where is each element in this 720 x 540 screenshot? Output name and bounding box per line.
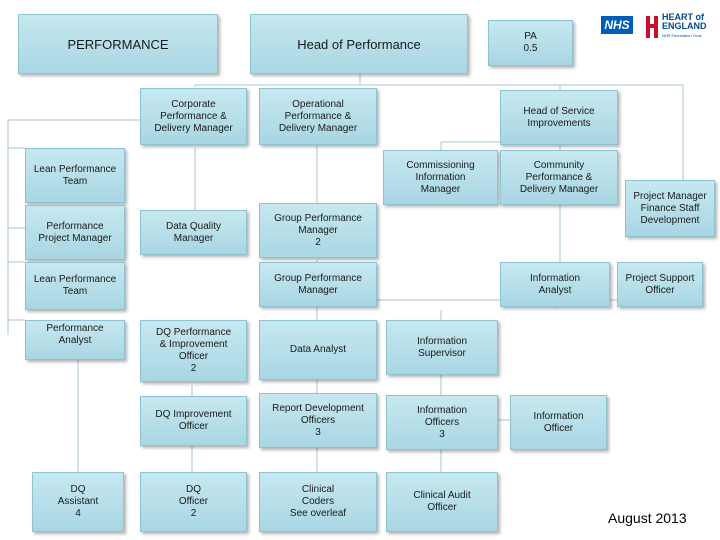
lean-performance-team-box-2: Lean Performance Team [25,262,125,310]
date-label: August 2013 [608,510,687,526]
trust-subtitle: NHS Foundation Trust [662,33,702,38]
information-officers-box: Information Officers 3 [386,395,498,450]
commissioning-information-box: Commissioning Information Manager [383,150,498,205]
performance-title-box: PERFORMANCE [18,14,218,74]
dq-performance-improvement-box: DQ Performance & Improvement Officer 2 [140,320,247,382]
community-performance-box: Community Performance & Delivery Manager [500,150,618,205]
data-analyst-box: Data Analyst [259,320,377,380]
pa-box: PA 0.5 [488,20,573,66]
performance-analyst-box: Performance Analyst [25,320,125,360]
heart-of-england-logo-icon [646,16,658,38]
dq-officer-box: DQ Officer 2 [140,472,247,532]
information-supervisor-box: Information Supervisor [386,320,498,375]
project-manager-finance-box: Project Manager Finance Staff Developmen… [625,180,715,237]
project-support-officer-box: Project Support Officer [617,262,703,307]
corporate-performance-box: Corporate Performance & Delivery Manager [140,88,247,145]
dq-assistant-box: DQ Assistant 4 [32,472,124,532]
performance-project-manager-box: Performance Project Manager [25,205,125,260]
report-development-officers-box: Report Development Officers 3 [259,393,377,448]
group-performance-manager-box: Group Performance Manager [259,262,377,307]
nhs-logo: NHS [601,16,633,34]
head-of-performance-box: Head of Performance [250,14,468,74]
clinical-audit-officer-box: Clinical Audit Officer [386,472,498,532]
clinical-coders-box: Clinical Coders See overleaf [259,472,377,532]
information-officer-box: Information Officer [510,395,607,450]
data-quality-manager-box: Data Quality Manager [140,210,247,255]
trust-name: HEART of ENGLAND [662,12,707,31]
group-performance-manager-2-box: Group Performance Manager 2 [259,203,377,258]
operational-performance-box: Operational Performance & Delivery Manag… [259,88,377,145]
head-of-service-improvements-box: Head of Service Improvements [500,90,618,145]
dq-improvement-officer-box: DQ Improvement Officer [140,396,247,446]
lean-performance-team-box-1: Lean Performance Team [25,148,125,203]
information-analyst-box: Information Analyst [500,262,610,307]
